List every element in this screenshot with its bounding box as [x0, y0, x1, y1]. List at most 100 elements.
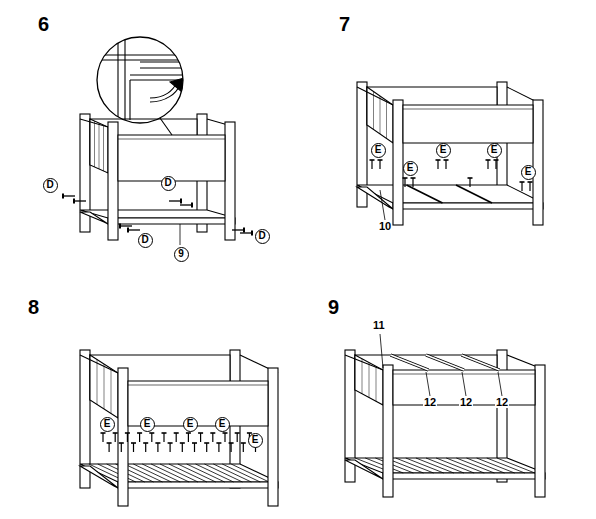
stroke: [371, 160, 372, 169]
panel: [393, 203, 543, 209]
screw: [162, 433, 167, 442]
stroke: [380, 96, 381, 134]
hardware-callout: D: [138, 233, 153, 248]
stroke: [151, 433, 152, 442]
leg: [225, 122, 235, 240]
stroke: [495, 160, 496, 169]
bolt: [74, 199, 86, 204]
stroke: [237, 433, 238, 442]
screw: [403, 178, 408, 187]
stroke: [404, 178, 405, 187]
hardware-callout: E: [140, 417, 155, 432]
hardware-callout: D: [43, 178, 58, 193]
panel: [90, 119, 108, 173]
stroke: [416, 458, 454, 473]
screw: [137, 433, 142, 442]
panel: [383, 473, 545, 479]
hardware-callout: E: [521, 165, 536, 180]
stroke: [231, 464, 269, 482]
stroke: [218, 443, 219, 452]
screw: [378, 160, 383, 169]
hardware-callout: D: [161, 176, 176, 191]
callout-letter: D: [258, 231, 265, 241]
stroke: [487, 458, 525, 473]
leg: [383, 365, 393, 497]
stroke: [108, 443, 109, 452]
step-number: 8: [27, 297, 40, 317]
hardware-callout: E: [487, 143, 502, 158]
panel: [403, 105, 533, 143]
stroke: [467, 458, 505, 473]
hardware-callout: E: [371, 143, 386, 158]
stroke: [498, 372, 502, 396]
stroke: [403, 109, 533, 110]
callout-letter: D: [46, 180, 53, 190]
panel: [118, 135, 225, 181]
stroke: [157, 443, 158, 452]
stroke: [213, 464, 251, 482]
stroke: [94, 121, 95, 167]
bolt: [180, 203, 192, 208]
stroke: [121, 443, 122, 452]
stroke: [180, 204, 192, 205]
stroke: [140, 67, 190, 68]
stroke: [386, 101, 387, 139]
callout-letter: E: [375, 145, 382, 155]
panel: [80, 464, 278, 482]
stroke: [163, 433, 164, 442]
bolt: [128, 228, 140, 233]
drawing: [63, 30, 545, 506]
stroke: [497, 458, 535, 473]
stroke: [446, 458, 484, 473]
stroke: [445, 160, 446, 169]
stroke: [412, 178, 413, 187]
stroke: [176, 433, 177, 442]
stroke: [373, 92, 374, 130]
screw: [241, 443, 246, 452]
stroke: [188, 433, 189, 442]
screw: [186, 433, 191, 442]
stroke: [80, 119, 108, 127]
step-number: 9: [327, 297, 340, 317]
stroke: [477, 458, 515, 473]
stroke: [180, 224, 181, 245]
bolt: [232, 228, 244, 233]
stroke: [140, 61, 190, 62]
stroke: [521, 182, 522, 191]
screw: [411, 178, 416, 187]
panel: [355, 355, 383, 405]
stroke: [102, 433, 103, 442]
stroke: [120, 225, 132, 226]
stroke: [160, 118, 172, 135]
screw: [436, 160, 441, 169]
stroke: [391, 355, 429, 370]
panel: [357, 187, 393, 209]
screw: [149, 433, 154, 442]
hardware-callout: E: [215, 417, 230, 432]
bolt: [169, 199, 181, 204]
stroke: [130, 74, 190, 75]
step-number: 6: [37, 14, 50, 34]
planter: [357, 82, 543, 225]
screw: [520, 182, 525, 191]
stroke: [456, 458, 494, 473]
stroke: [426, 372, 430, 396]
stroke: [124, 30, 125, 120]
screw: [223, 433, 228, 442]
stroke: [145, 443, 146, 452]
bolt: [120, 224, 132, 229]
screw: [101, 433, 106, 442]
planter: [80, 114, 235, 240]
stroke: [127, 433, 128, 442]
stroke: [369, 363, 370, 398]
stroke: [345, 355, 383, 370]
stroke: [375, 458, 413, 473]
stroke: [391, 355, 429, 370]
screw: [107, 443, 112, 452]
stroke: [99, 123, 100, 169]
stroke: [393, 374, 535, 375]
callout-letter: D: [141, 235, 148, 245]
stroke: [462, 355, 500, 370]
panel: [345, 458, 545, 473]
panel: [357, 185, 543, 203]
